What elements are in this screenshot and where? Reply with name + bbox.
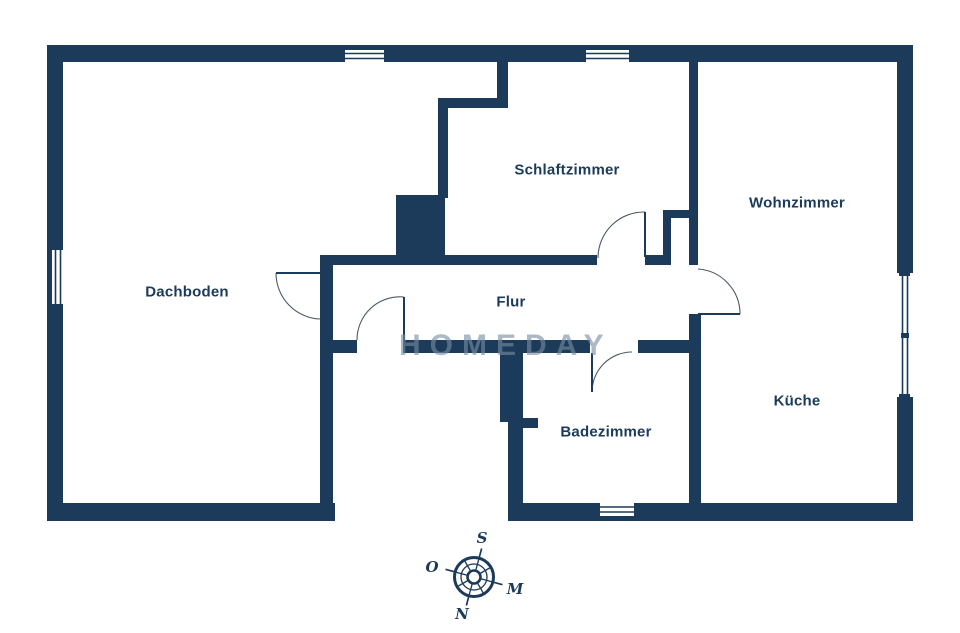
window-right-icon: [899, 273, 910, 397]
room-label-dachboden: Dachboden: [145, 283, 229, 301]
room-label-wohnzimmer: Wohnzimmer: [749, 194, 845, 212]
door-flur-icon: [356, 296, 405, 341]
door-badezimmer-icon: [591, 351, 633, 393]
compass-letter-left: O: [425, 558, 438, 576]
room-label-badezimmer: Badezimmer: [560, 423, 652, 441]
windows-group: [47, 45, 910, 521]
walls-group: [47, 45, 913, 521]
door-dachboden-icon: [275, 272, 321, 320]
room-label-flur: Flur: [496, 293, 526, 311]
room-label-kueche: Küche: [773, 392, 821, 410]
window-bottom-icon: [597, 503, 637, 521]
compass-letter-bottom: N: [454, 605, 470, 623]
doors-group: [275, 211, 741, 393]
door-wohnzimmer-icon: [697, 268, 741, 315]
compass-letter-right: M: [506, 580, 524, 598]
window-left-icon: [47, 247, 63, 307]
door-schlafzimmer-icon: [597, 211, 646, 259]
window-top-right-icon: [583, 45, 632, 62]
room-label-schlafzimmer: Schlaftzimmer: [514, 161, 620, 179]
compass-letter-top: S: [477, 529, 488, 547]
compass-icon: [445, 548, 503, 606]
window-top-left-icon: [342, 45, 387, 62]
compass-rose: S O M N: [425, 529, 523, 623]
